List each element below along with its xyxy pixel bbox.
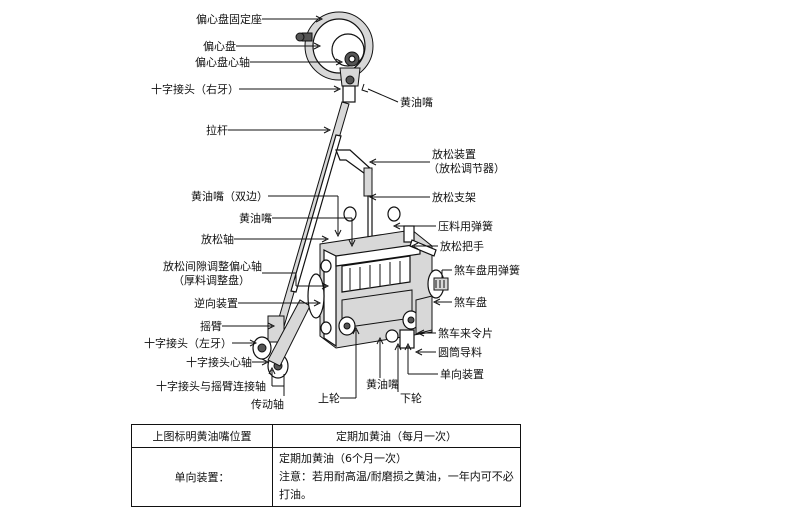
table-header-right: 定期加黄油（每月一次）: [272, 424, 521, 448]
label-reverse-device: 逆向装置: [194, 296, 238, 310]
table-row: 上图标明黄油嘴位置 定期加黄油（每月一次）: [131, 424, 521, 448]
note-line-1: 定期加黄油（6个月一次）: [279, 452, 407, 465]
left-cross-joint-shape: [252, 299, 311, 379]
label-grease-nipple-top: 黄油嘴: [400, 95, 433, 109]
label-release-gap-eccentric: 放松间隙调整偏心轴: [163, 259, 262, 273]
label-drive-shaft: 传动轴: [251, 397, 284, 411]
label-cross-joint-shaft: 十字接头心轴: [186, 355, 252, 369]
leader-lines: [222, 15, 452, 399]
table-row-label: 单向装置：: [131, 447, 273, 507]
label-grease-nipple-left: 黄油嘴: [239, 211, 272, 225]
brake-assembly-shape: [385, 225, 449, 349]
eccentric-disc-assembly: [295, 11, 374, 103]
label-eccentric-disc: 偏心盘: [203, 39, 236, 53]
labels: 偏心盘固定座 偏心盘 偏心盘心轴 十字接头（右牙） 黄油嘴 拉杆 放松装置 （放…: [144, 12, 520, 411]
label-pressing-spring: 压料用弹簧: [438, 219, 493, 233]
label-cylinder-guide: 圆筒导料: [438, 345, 482, 359]
table-row: 单向装置： 定期加黄油（6个月一次） 注意：若用耐高温/耐磨损之黄油，一年内可不…: [131, 447, 521, 507]
label-release-regulator: （放松调节器）: [428, 161, 505, 175]
label-lower-roller: 下轮: [400, 391, 422, 405]
label-brake-disc: 煞车盘: [454, 295, 487, 309]
label-eccentric-disc-shaft: 偏心盘心轴: [195, 55, 250, 69]
feeder-mechanism-diagram: 偏心盘固定座 偏心盘 偏心盘心轴 十字接头（右牙） 黄油嘴 拉杆 放松装置 （放…: [144, 11, 520, 411]
label-release-bracket: 放松支架: [432, 190, 476, 204]
table-header-left: 上图标明黄油嘴位置: [131, 424, 273, 448]
mechanism-illustration: [252, 11, 449, 379]
label-release-shaft: 放松轴: [201, 232, 234, 246]
label-thick-material-adjust: （厚料调整盘）: [173, 273, 250, 287]
label-eccentric-disc-mount: 偏心盘固定座: [196, 12, 262, 26]
label-one-way-device: 单向装置: [440, 367, 484, 381]
label-grease-nipple-bottom: 黄油嘴: [366, 377, 399, 391]
label-cross-joint-right: 十字接头（右牙）: [151, 82, 239, 96]
rollers-shape: [338, 255, 420, 336]
note-line-2: 注意：若用耐高温/耐磨损之黄油，一年内可不必打油。: [279, 470, 514, 501]
label-cross-joint-left: 十字接头（左牙）: [144, 336, 232, 350]
maintenance-table: 上图标明黄油嘴位置 定期加黄油（每月一次） 单向装置： 定期加黄油（6个月一次）…: [131, 424, 521, 507]
label-release-device: 放松装置: [432, 147, 476, 161]
release-bracket-shape: [335, 149, 401, 239]
label-brake-plate: 煞车来令片: [438, 326, 493, 340]
label-upper-roller: 上轮: [318, 391, 340, 405]
label-brake-disc-spring: 煞车盘用弹簧: [454, 263, 520, 277]
label-rocker-arm: 摇臂: [200, 319, 222, 333]
label-pull-rod: 拉杆: [206, 123, 228, 137]
label-cross-joint-rocker-shaft: 十字接头与摇臂连接轴: [156, 379, 266, 393]
table-row-notes: 定期加黄油（6个月一次） 注意：若用耐高温/耐磨损之黄油，一年内可不必打油。: [272, 447, 521, 507]
label-release-handle: 放松把手: [440, 239, 484, 253]
label-grease-nipple-double: 黄油嘴（双边）: [191, 189, 268, 203]
